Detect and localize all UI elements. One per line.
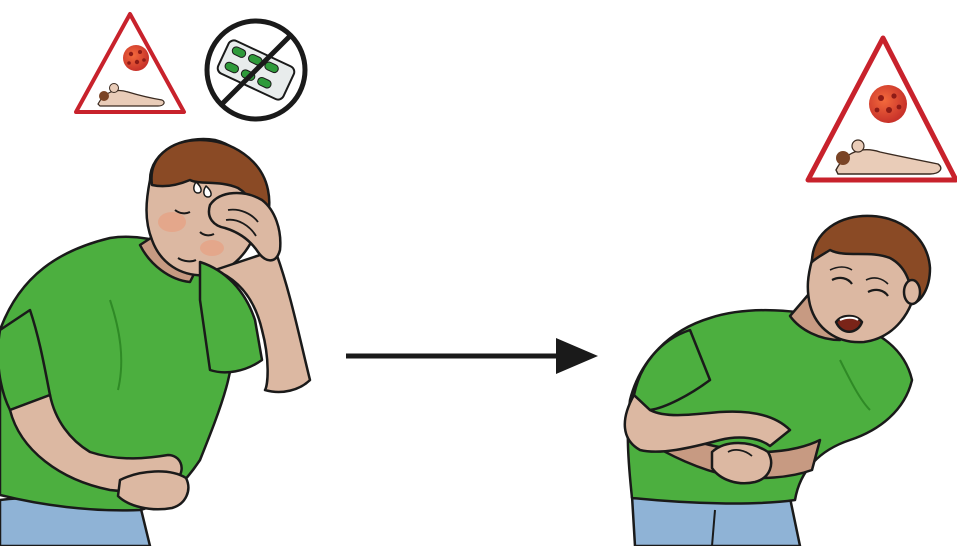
left-hand (118, 471, 188, 509)
virus-icon (123, 45, 149, 71)
clutching-hand (712, 443, 771, 483)
std-warning-sign-right (808, 38, 956, 180)
man-abdominal-pain-figure (625, 216, 930, 546)
no-pills-sign (207, 21, 305, 119)
ear (904, 280, 920, 304)
progression-arrow (346, 338, 598, 374)
flushed-cheek-2 (200, 240, 224, 256)
virus-icon-right (869, 85, 907, 123)
man-headache-figure (0, 139, 310, 546)
std-warning-sign (76, 14, 184, 112)
flushed-cheek (158, 212, 186, 232)
